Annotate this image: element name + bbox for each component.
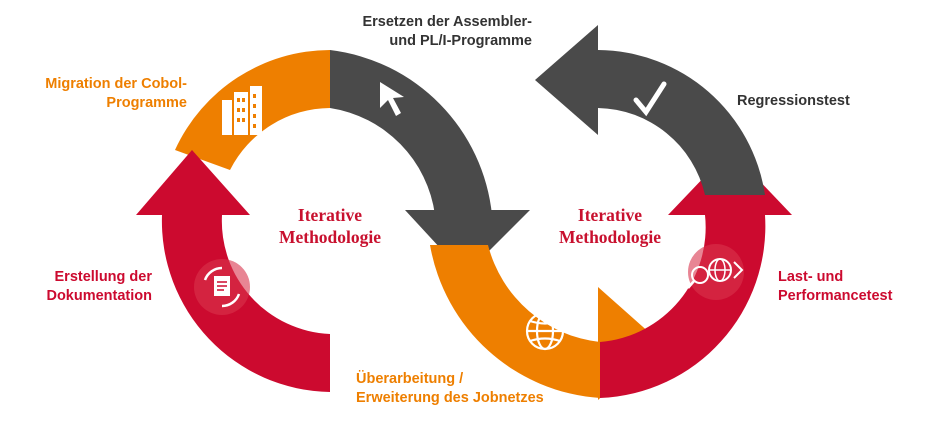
segment-assembler (330, 50, 492, 215)
checkmark-icon (633, 81, 667, 117)
cursor-icon (380, 82, 404, 116)
label-regression: Regressionstest (737, 93, 850, 109)
building-icon (222, 86, 262, 135)
arrow-assembler (405, 210, 530, 275)
segment-regression (598, 50, 765, 195)
center-label-left: Iterative Methodologie (278, 205, 382, 247)
label-dokumentation: Erstellung der Dokumentation (46, 269, 152, 304)
arrow-regression (535, 25, 598, 135)
segment-dokumentation (161, 215, 330, 392)
document-cycle-icon (194, 259, 250, 315)
label-performance: Last- und Performancetest (778, 269, 893, 304)
label-jobnetze: Überarbeitung / Erweiterung des Jobnetze… (356, 371, 544, 406)
speed-globe-icon (687, 244, 744, 300)
label-assembler: Ersetzen der Assembler- und PL/I-Program… (362, 14, 532, 49)
globe-icon (525, 311, 565, 351)
arrow-dokumentation (136, 150, 250, 215)
segment-jobnetze (430, 245, 600, 398)
label-migration: Migration der Cobol- Programme (45, 76, 187, 111)
center-label-right: Iterative Methodologie (558, 205, 662, 247)
